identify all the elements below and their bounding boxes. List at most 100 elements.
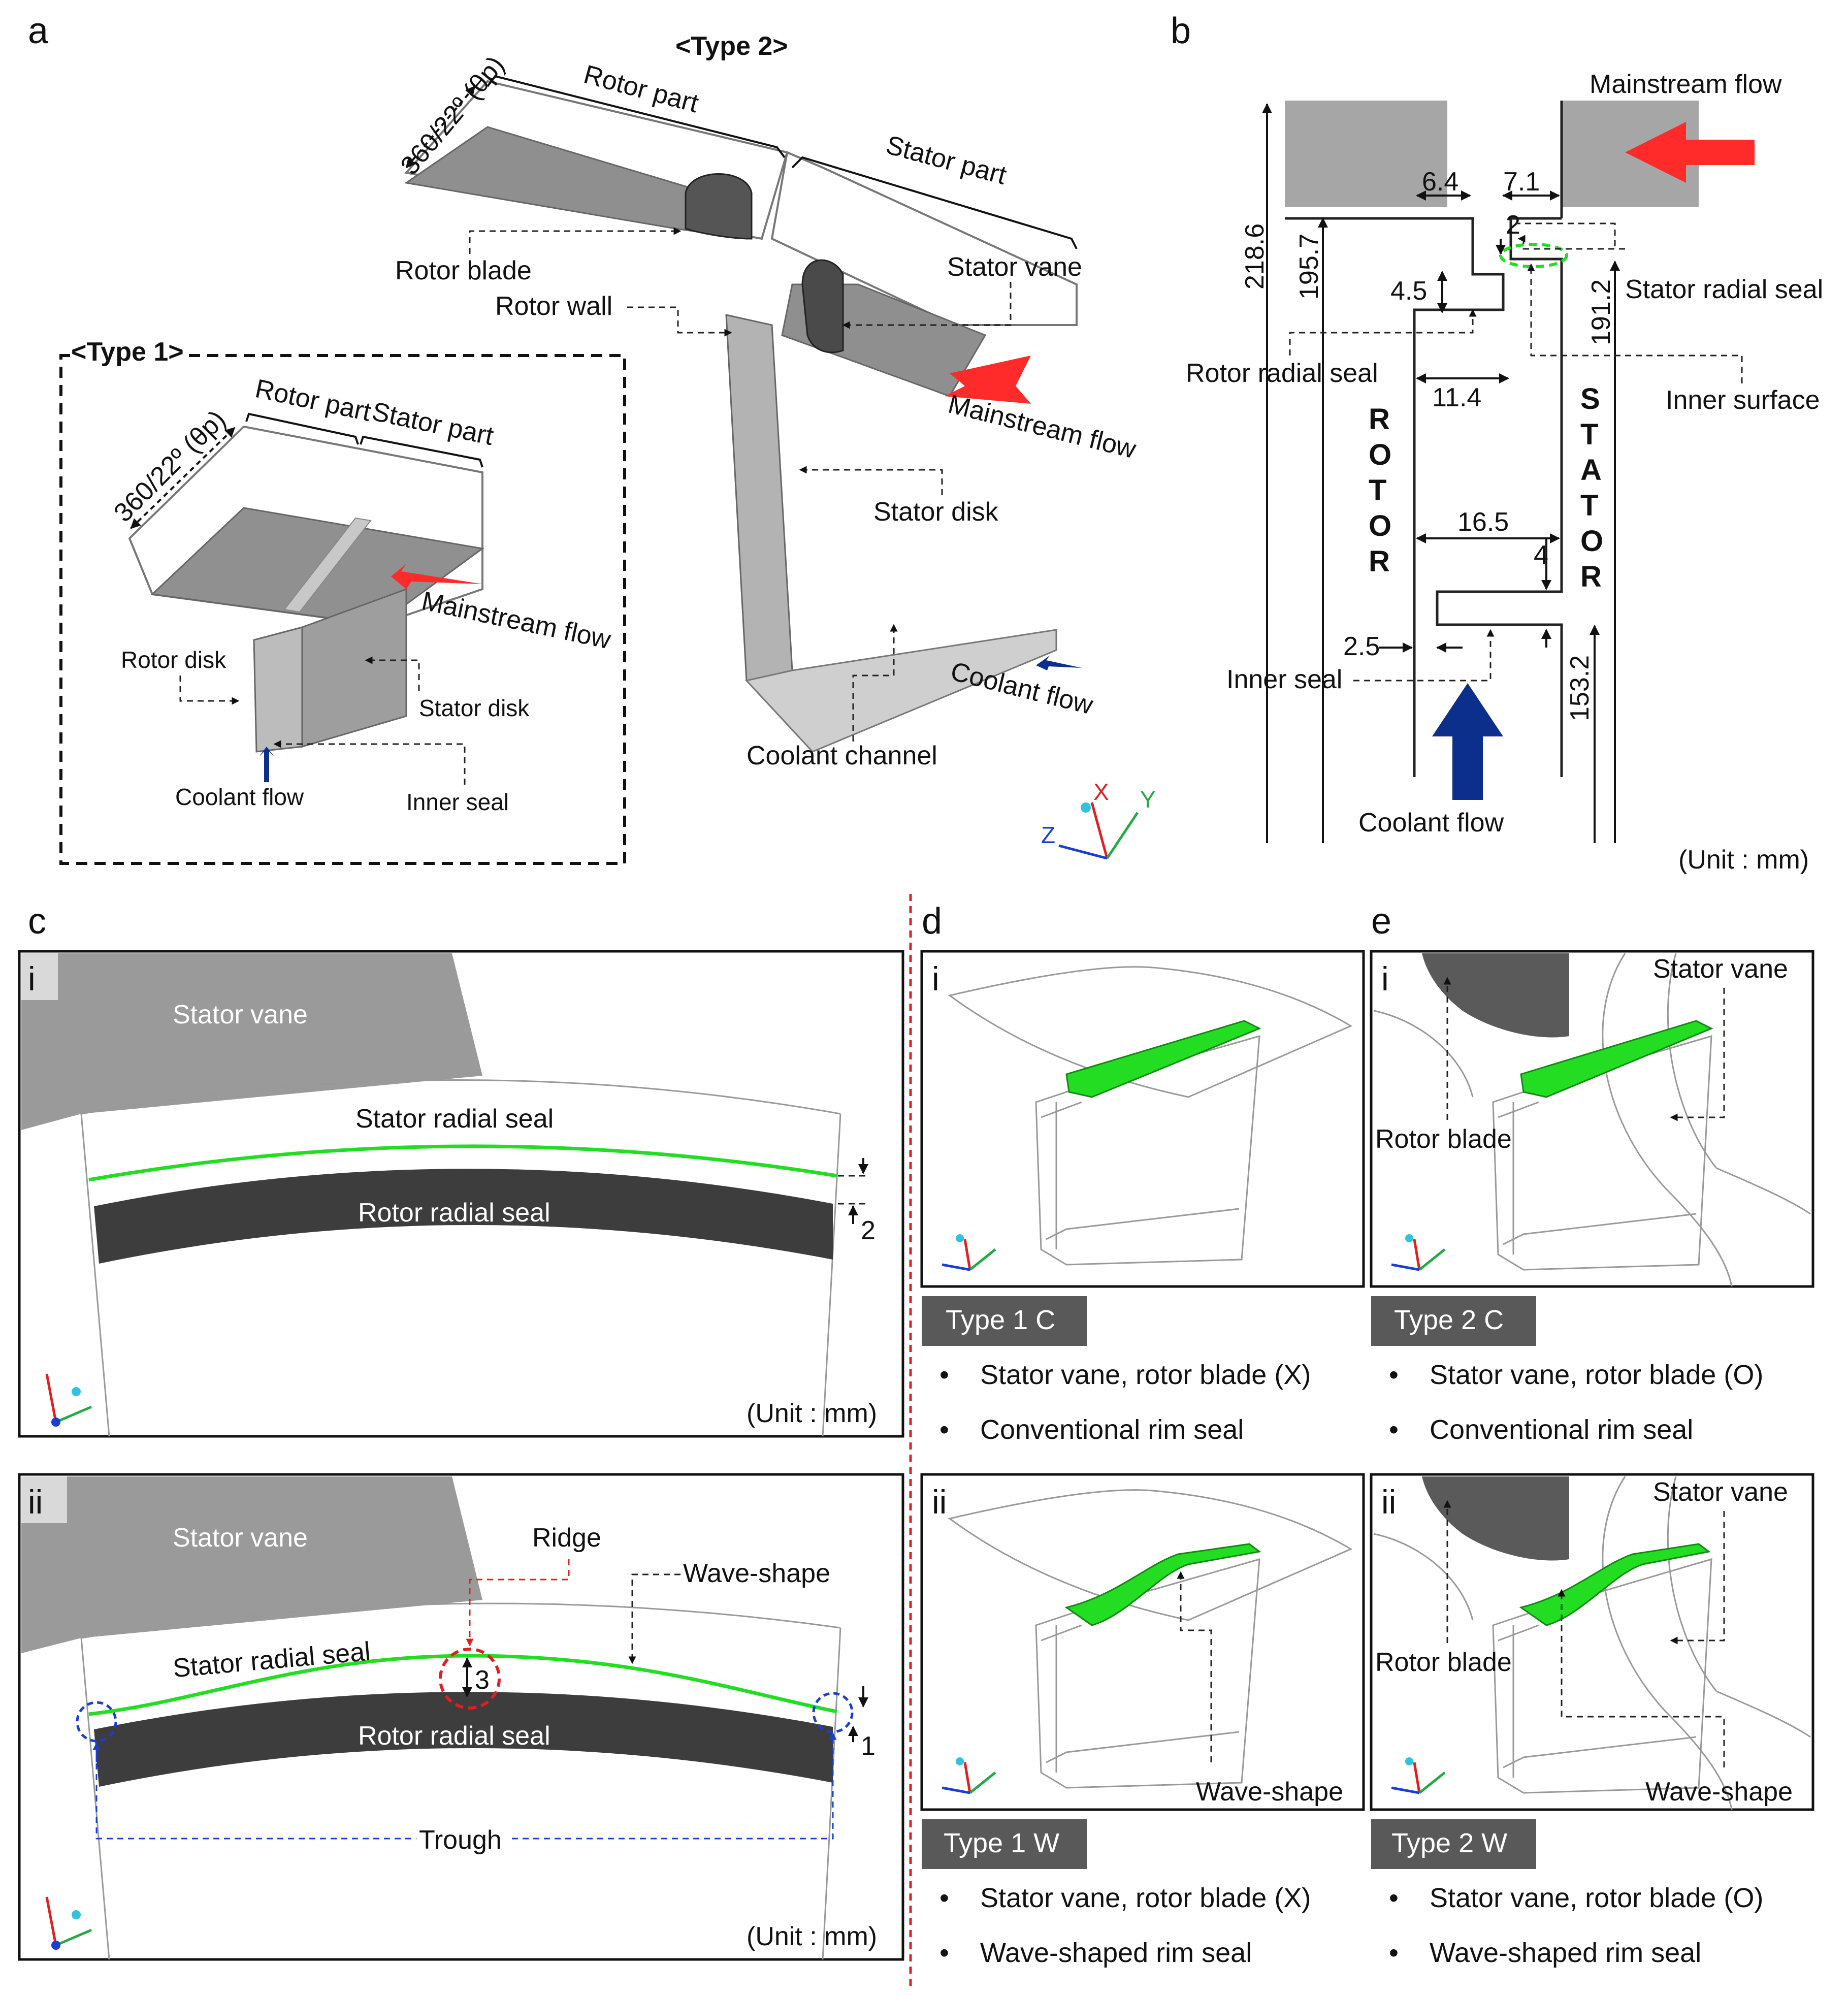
c-ii-trough-circle-left [76,1701,117,1743]
e-ii-inner-lines [1498,1624,1697,1778]
panel-letter-c: c [28,901,46,942]
c-ii-wave-shape-label: Wave-shape [683,1559,830,1588]
e-i-stator-vane-leader [1670,988,1725,1121]
d-ii-bullet-1-dot: • [939,1883,949,1913]
b-inner-surface-label: Inner surface [1666,385,1820,415]
e-i-bullet-2: Conventional rim seal [1430,1414,1693,1445]
b-rotor-radial-seal-label: Rotor radial seal [1186,359,1378,388]
d-ii-inner-lines [1041,1624,1240,1773]
d-ii-bullet-2: Wave-shaped rim seal [980,1938,1252,1968]
type1-geometry [128,425,484,782]
b-dim-label-4-5: 4.5 [1390,276,1427,306]
panel-c-i: i Stator vane Stator radial seal Rotor r… [18,950,904,1438]
d-i-frame [920,950,1365,1288]
c-ii-trough-circle-right [812,1692,854,1733]
c-i-gap-label: 2 [861,1216,876,1245]
e-i-bullet-1: Stator vane, rotor blade (O) [1430,1360,1763,1390]
type1-stator-disk-shape [301,588,407,748]
d-i-green-seal [1065,1020,1261,1098]
e-ii-rotor-blade-label: Rotor blade [1375,1648,1512,1677]
panel-c: c i Stator vane Stator radial seal Rotor… [18,901,904,1961]
panel-d-i: i Type 1 C • Stator vane, rotor blade (X… [920,950,1365,1445]
c-i-rotor-radial-seal [94,1169,833,1264]
type1-coolant-arrow [259,747,274,782]
b-dim-label-7-1: 7.1 [1503,167,1540,197]
d-i-inner-lines [1041,1101,1240,1249]
type2-rotor-blade-label: Rotor blade [395,256,532,285]
e-ii-roman: ii [1381,1483,1396,1521]
e-ii-stator-vane-leader [1670,1511,1725,1645]
b-dim-label-6-4: 6.4 [1422,167,1458,197]
type1-mainstream-arrow [391,564,482,589]
c-i-seal-line [88,1144,837,1182]
d-i-top-surface [948,966,1353,1098]
type1-inner-seal-label: Inner seal [406,789,509,815]
d-i-roman: i [932,960,939,998]
e-i-rotor-blade-label: Rotor blade [1375,1124,1512,1154]
b-stator-letter-1: S [1580,382,1600,415]
type2-coolant-channel-shape [745,629,1057,753]
c-ii-stator-vane-label: Stator vane [173,1523,308,1553]
type2-rotor-wall-label: Rotor wall [495,292,612,321]
e-ii-tag: Type 2 W [1391,1828,1507,1858]
type2-rotor-part-bracket [487,75,786,158]
type2-mainstream-label: Mainstream flow [945,389,1139,464]
e-i-green-seal [1520,1020,1713,1098]
d-ii-wave-shape-leader [1177,1571,1212,1762]
c-i-rotor-radial-seal-label: Rotor radial seal [358,1198,550,1228]
type2-axis-triad: X Y Z [1041,779,1156,860]
b-stator-radial-seal-leader2 [1516,222,1616,246]
e-ii-block [1492,1558,1712,1794]
e-ii-rotor-blade-shape [1422,1476,1569,1561]
b-dim-label-2-5: 2.5 [1343,632,1380,661]
b-inner-seal-label: Inner seal [1226,665,1342,694]
type1-seal-strip [283,517,372,613]
c-ii-frame [18,1473,904,1961]
c-ii-roman: ii [28,1483,43,1521]
e-i-curve-3 [1373,1010,1811,1215]
d-i-tag-bg [922,1296,1087,1346]
c-ii-seal-wave [88,1654,837,1716]
type1-rotor-disk-leader [179,675,240,705]
type1-rotor-part-bracket [245,412,359,445]
type2-coolant-channel-label: Coolant channel [747,741,937,770]
b-stator-letter-3: A [1580,454,1602,487]
e-i-bullet-2-dot: • [1389,1414,1399,1445]
e-ii-frame [1370,1473,1814,1811]
c-ii-ridge-circle [439,1648,501,1710]
b-stator-radial-seal-leader [1517,235,1625,250]
c-ii-rotor-radial-seal-label: Rotor radial seal [358,1721,550,1751]
c-ii-left-edge [80,1637,110,1960]
d-i-bullet-2: Conventional rim seal [980,1414,1244,1445]
panel-e-i: i Stator vane Rotor blade Type 2 C • Sta… [1370,950,1814,1445]
b-rotor-letter-5: R [1369,545,1390,578]
d-i-bullet-2-dot: • [939,1414,949,1445]
d-ii-frame [920,1473,1365,1811]
c-ii-trough-label: Trough [419,1825,502,1855]
type2-axis-y: Y [1140,786,1156,813]
d-ii-top-surface [948,1489,1353,1621]
type1-title-bg [70,335,182,371]
d-ii-axis-triad [942,1757,996,1794]
panel-d-ii: ii Wave-shape Type 1 W • Stator vane, ro… [920,1473,1365,1968]
type2-title: <Type 2> [675,31,788,61]
b-coolant-arrow [1432,683,1503,800]
b-stator-letter-4: T [1580,489,1598,522]
type2-stator-vane-shape [801,259,844,353]
panel-c-ii: ii Stator vane Stator radial seal Rotor … [18,1473,904,1961]
c-i-axis-triad [45,1373,92,1427]
d-ii-tag: Type 1 W [944,1828,1059,1858]
b-dim-label-2: 2 [1506,210,1520,240]
type2-axis-x: X [1093,779,1109,805]
c-ii-axis-triad [45,1896,92,1950]
b-seal-highlight [1499,243,1568,268]
b-coolant-label: Coolant flow [1358,808,1504,838]
e-i-rotor-blade-shape [1422,953,1569,1038]
d-i-tag: Type 1 C [946,1305,1055,1335]
e-ii-curve-3 [1373,1533,1811,1738]
type2-coolant-arrow [1036,655,1082,670]
e-i-stator-vane-outline-2 [1667,953,1717,1169]
c-ii-ridge-value: 3 [475,1665,490,1695]
d-i-bullet-1-dot: • [939,1360,949,1390]
type2-rotor-part-label: Rotor part [580,59,702,118]
